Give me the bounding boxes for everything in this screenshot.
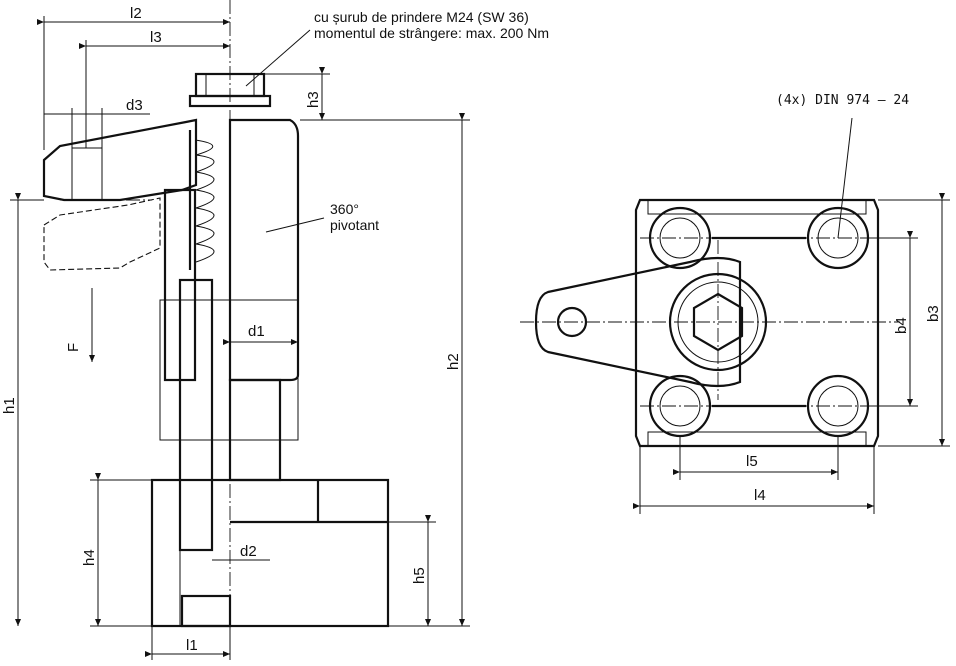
dim-d3: d3 xyxy=(126,97,143,114)
swivel-note-1: 360° xyxy=(330,201,359,217)
dim-l1: l1 xyxy=(186,637,198,654)
body-cap xyxy=(228,118,300,382)
dim-d1: d1 xyxy=(248,323,265,340)
screw-note-1: cu șurub de prindere M24 (SW 36) xyxy=(314,9,529,25)
top-dimensions: b4 b3 l5 l4 xyxy=(633,193,950,514)
arm-bore xyxy=(71,147,103,201)
force-label: F xyxy=(65,343,82,352)
side-view: F l2 l3 d3 h3 h1 xyxy=(1,0,549,660)
dim-h3: h3 xyxy=(305,91,322,108)
swivel-note-2: pivotant xyxy=(330,217,379,233)
swivel-leader xyxy=(265,217,325,233)
screw-leader xyxy=(245,29,311,87)
dim-h5: h5 xyxy=(411,567,428,584)
dim-l3: l3 xyxy=(150,29,162,46)
arm-top xyxy=(534,256,742,388)
base-plate xyxy=(150,478,390,628)
dim-l5: l5 xyxy=(746,453,758,470)
dim-h4: h4 xyxy=(81,549,98,566)
din-note: (4x) DIN 974 – 24 xyxy=(776,93,909,108)
screw-note-2: momentul de strângere: max. 200 Nm xyxy=(314,25,549,41)
dim-b4: b4 xyxy=(893,317,910,334)
dim-b3: b3 xyxy=(925,305,942,322)
dim-l4: l4 xyxy=(754,487,766,504)
dim-h2: h2 xyxy=(445,353,462,370)
column-right xyxy=(228,378,282,482)
dim-d2: d2 xyxy=(240,543,257,560)
base-nut xyxy=(180,594,232,628)
top-view: (4x) DIN 974 – 24 b4 b3 l5 l4 xyxy=(520,93,950,514)
clamp-arm xyxy=(42,118,198,202)
washer xyxy=(188,94,272,108)
arm-phantom xyxy=(43,197,161,271)
din-leader xyxy=(837,117,853,239)
side-dimensions: l2 l3 d3 h3 h1 h2 d1 xyxy=(1,5,470,660)
threaded-stud xyxy=(178,278,214,552)
dim-l2: l2 xyxy=(130,5,142,22)
spring xyxy=(188,130,215,270)
dim-h1: h1 xyxy=(1,397,18,414)
